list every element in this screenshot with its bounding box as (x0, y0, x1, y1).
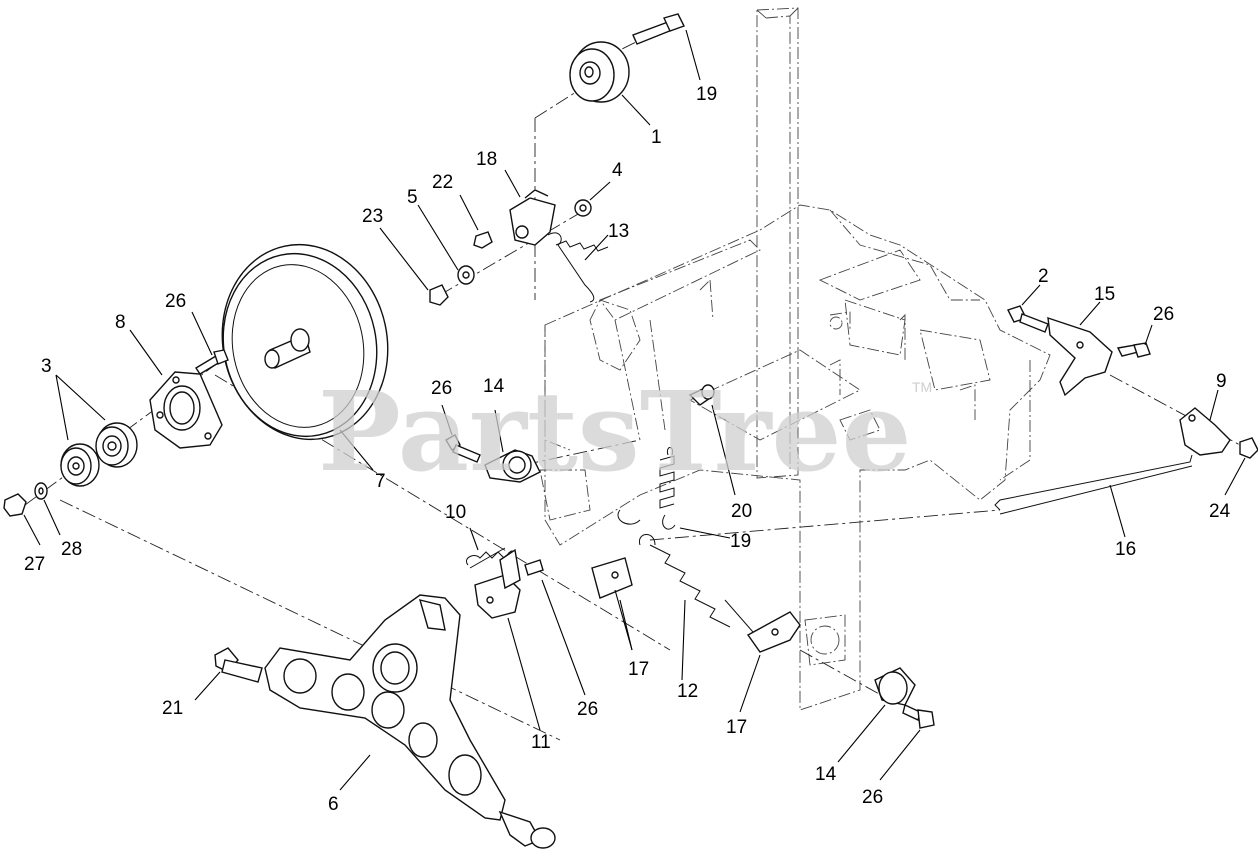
callout-22: 20 (731, 501, 752, 522)
nut-part-25 (1239, 437, 1258, 459)
callout-20: 21 (162, 698, 183, 719)
bearing-part-3b (60, 443, 100, 487)
watermark: PartsTree TM (318, 367, 932, 496)
callout-10: 10 (445, 502, 466, 523)
bracket-part-17-right (746, 611, 801, 653)
callout-15: 15 (1094, 284, 1115, 305)
watermark-text: PartsTree (318, 367, 912, 496)
callout-26-flange: 26 (165, 291, 186, 312)
pulley-part-7 (221, 243, 389, 441)
spring-part-19 (617, 447, 676, 530)
callout-5: 5 (407, 187, 418, 208)
bolt-part-26-bushing (445, 434, 481, 463)
bracket-part-17-left (591, 557, 633, 599)
callout-27: 27 (24, 554, 45, 575)
callout-19: 19 (730, 531, 751, 552)
callout-12: 12 (677, 681, 698, 702)
callout-26-bracket: 26 (577, 699, 598, 720)
washer-part-28 (34, 482, 48, 500)
callout-26-bushing: 26 (431, 378, 452, 399)
callout-6: 6 (328, 794, 339, 815)
bushing-part-20 (214, 647, 263, 683)
idler-pulley-part-1 (569, 41, 630, 103)
bushing-part-14-right (874, 667, 916, 706)
bearing-part-3a (95, 422, 138, 468)
bolt-part-26-right (1116, 342, 1151, 358)
callout-21: 19 (696, 84, 717, 105)
idler-arm-part-18 (509, 189, 556, 246)
bolt-part-26-bracket (524, 559, 544, 576)
callout-18: 18 (476, 149, 497, 170)
frame-phantom (539, 7, 1051, 711)
bushing-part-14-left (484, 449, 541, 483)
callout-labels: 19 1 18 22 4 5 23 13 26 8 3 27 28 7 26 1… (24, 84, 1231, 815)
callout-8: 8 (115, 312, 126, 333)
washer-part-5 (457, 265, 475, 285)
plate-part-9 (1179, 407, 1231, 456)
callout-25: 24 (1209, 501, 1231, 522)
pin-part-22 (688, 384, 715, 406)
arm-bracket-part-6 (264, 594, 506, 821)
callout-23: 23 (362, 206, 383, 227)
bracket-part-15 (1047, 316, 1113, 397)
callout-14-left: 14 (483, 376, 505, 397)
callout-24: 22 (432, 172, 453, 193)
callout-26-bottom: 26 (862, 787, 883, 808)
callout-17-right: 17 (726, 717, 747, 738)
bearing-flange-part-8 (149, 371, 223, 449)
spring-part-13 (547, 232, 609, 303)
callout-26-right: 26 (1153, 304, 1174, 325)
nut-part-24 (473, 231, 493, 249)
callout-13: 13 (608, 221, 629, 242)
callout-7: 7 (375, 471, 386, 492)
bushing-bottom (498, 810, 556, 849)
watermark-trademark: TM (912, 379, 932, 395)
leader-lines (23, 29, 1246, 791)
bolt-part-2 (1007, 305, 1049, 333)
callout-17-left: 17 (628, 659, 649, 680)
rod-part-16 (994, 454, 1193, 515)
washer-part-4 (574, 199, 592, 217)
callout-2: 2 (1038, 266, 1049, 287)
bolt-part-26-bottom (902, 704, 935, 729)
callout-9: 9 (1216, 371, 1227, 392)
nut-part-23 (429, 284, 449, 306)
callout-3: 3 (41, 356, 52, 377)
callout-16: 16 (1115, 539, 1136, 560)
callout-28: 28 (61, 539, 82, 560)
callout-11: 11 (531, 732, 551, 753)
nut-part-27 (3, 493, 27, 517)
bracket-part-11 (474, 548, 521, 619)
callout-4: 4 (612, 160, 623, 181)
bolt-part-26-flange (195, 349, 229, 375)
callout-1: 1 (651, 127, 662, 148)
bolt-part-21 (632, 13, 685, 45)
callout-14-right: 14 (815, 764, 837, 785)
